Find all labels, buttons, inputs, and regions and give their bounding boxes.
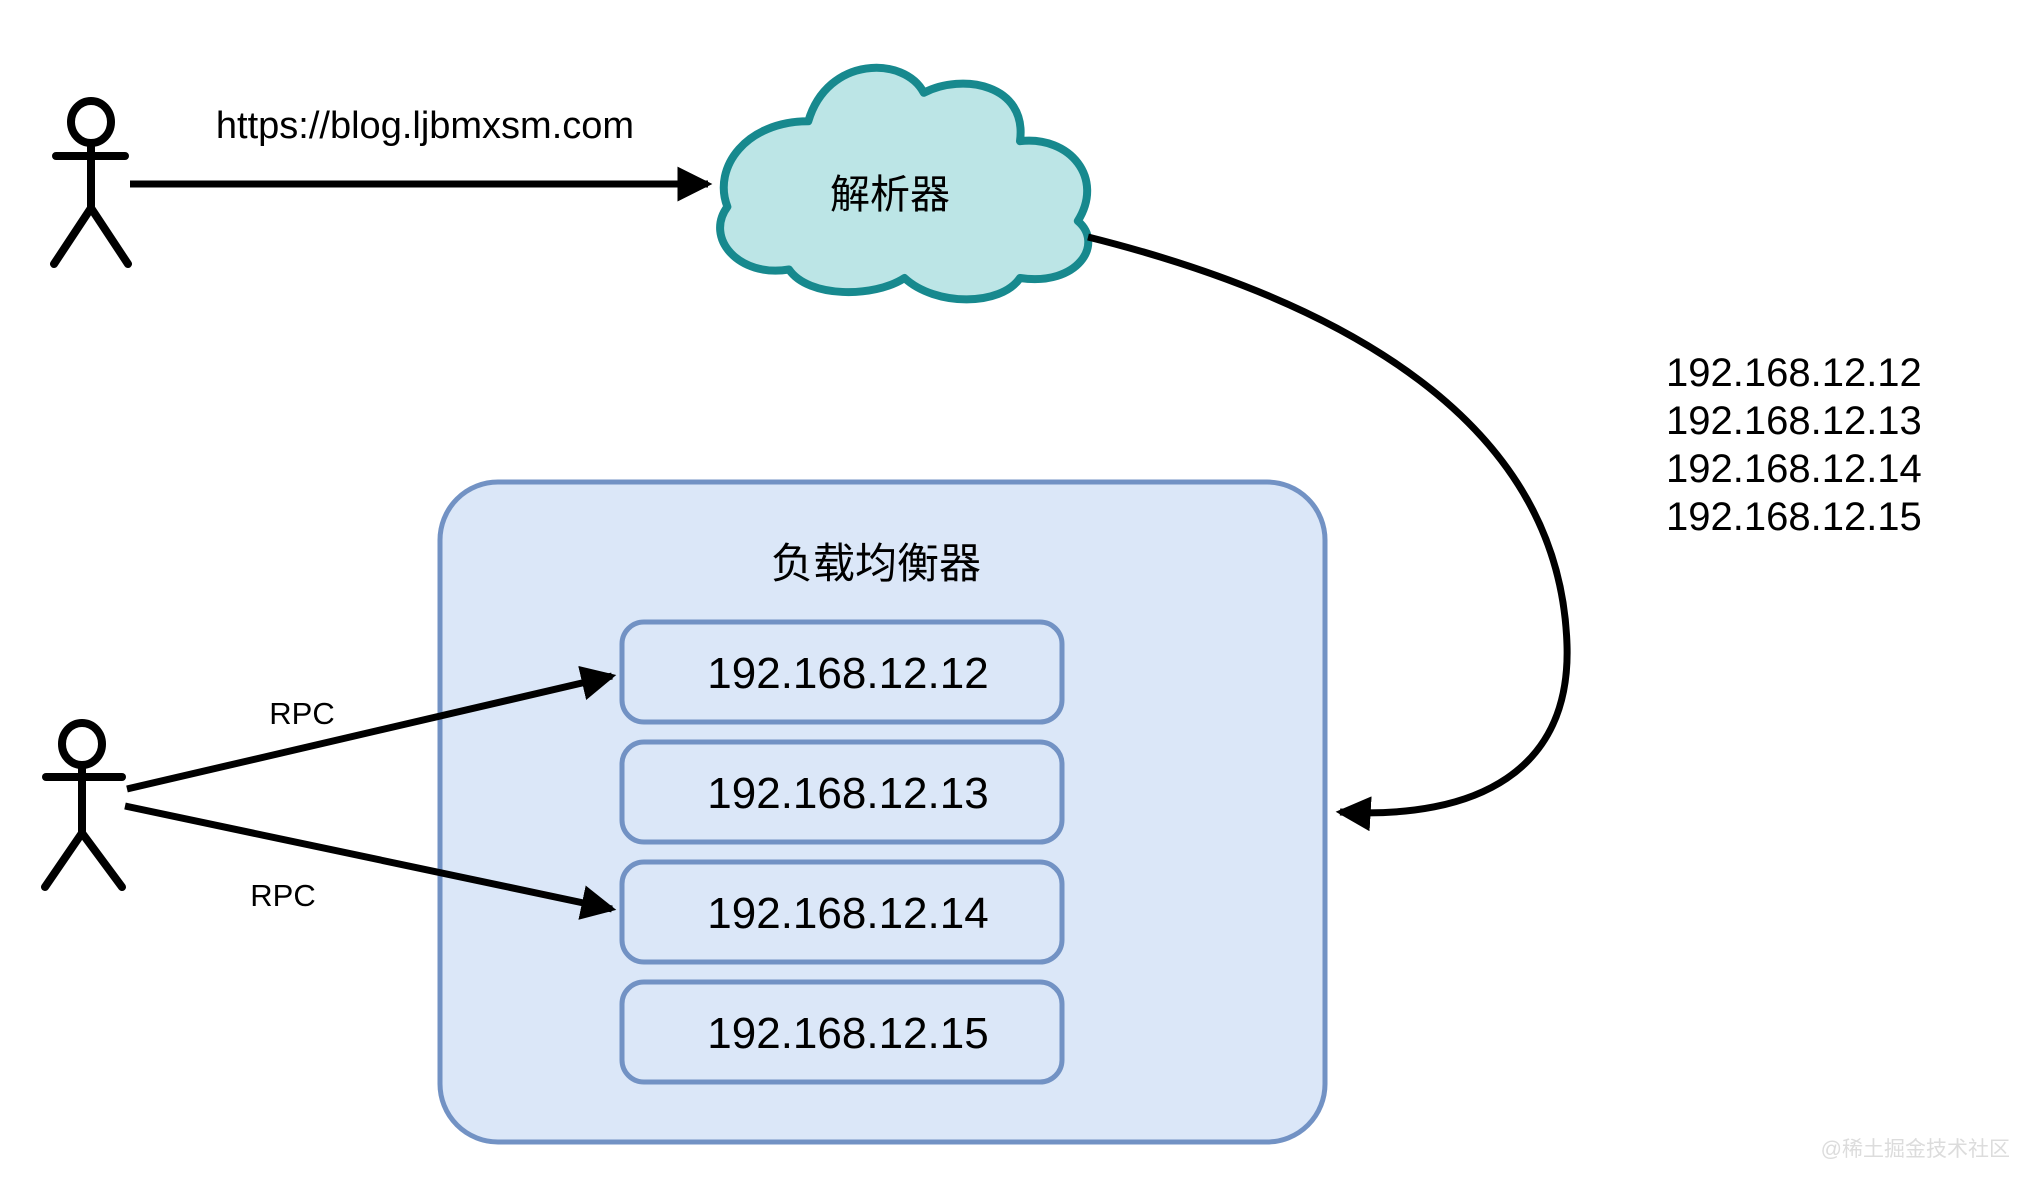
- user-actor-bottom: [41, 719, 126, 891]
- load-balancer-container: 负载均衡器 192.168.12.12 192.168.12.13 192.16…: [437, 479, 1328, 1145]
- user-actor-top: [50, 97, 132, 268]
- rpc-arrow-bottom: [124, 802, 617, 920]
- server-ip-label: 192.168.12.14: [707, 889, 988, 938]
- load-balancer-title: 负载均衡器: [771, 540, 981, 587]
- server-node: 192.168.12.14: [619, 859, 1065, 965]
- request-url-label: https://blog.ljbmxsm.com: [216, 105, 634, 147]
- actor-leg-left: [41, 829, 86, 891]
- server-box: [619, 739, 1065, 845]
- resolver-cloud: 解析器: [716, 63, 1093, 304]
- dns-ip-line: 192.168.12.13: [1666, 399, 1922, 443]
- dns-response-arrow: [1087, 233, 1571, 832]
- dns-ip-line: 192.168.12.12: [1666, 351, 1922, 395]
- watermark-text: @稀土掘金技术社区: [1821, 1138, 2010, 1161]
- server-box: [619, 619, 1065, 725]
- actor-leg-right: [87, 204, 132, 268]
- rpc-label-bottom: RPC: [250, 878, 315, 913]
- dns-ip-line: 192.168.12.15: [1666, 495, 1922, 539]
- dns-ip-line: 192.168.12.14: [1666, 447, 1922, 491]
- server-node: 192.168.12.13: [619, 739, 1065, 845]
- rpc-arrow-top: [126, 665, 617, 793]
- cloud-shape: [716, 63, 1093, 304]
- actor-leg-right: [78, 829, 126, 891]
- server-ip-label: 192.168.12.13: [707, 769, 988, 818]
- server-node: 192.168.12.15: [619, 979, 1065, 1085]
- rpc-label-top: RPC: [269, 696, 334, 731]
- actor-leg-left: [50, 204, 95, 268]
- server-box: [619, 859, 1065, 965]
- server-ip-label: 192.168.12.12: [707, 649, 988, 698]
- actor-head: [58, 719, 106, 769]
- dns-response-ip-list: 192.168.12.12 192.168.12.13 192.168.12.1…: [1666, 351, 1922, 539]
- server-box: [619, 979, 1065, 1085]
- server-ip-label: 192.168.12.15: [707, 1009, 988, 1058]
- actor-head: [67, 97, 115, 147]
- server-node: 192.168.12.12: [619, 619, 1065, 725]
- resolver-label: 解析器: [830, 173, 950, 217]
